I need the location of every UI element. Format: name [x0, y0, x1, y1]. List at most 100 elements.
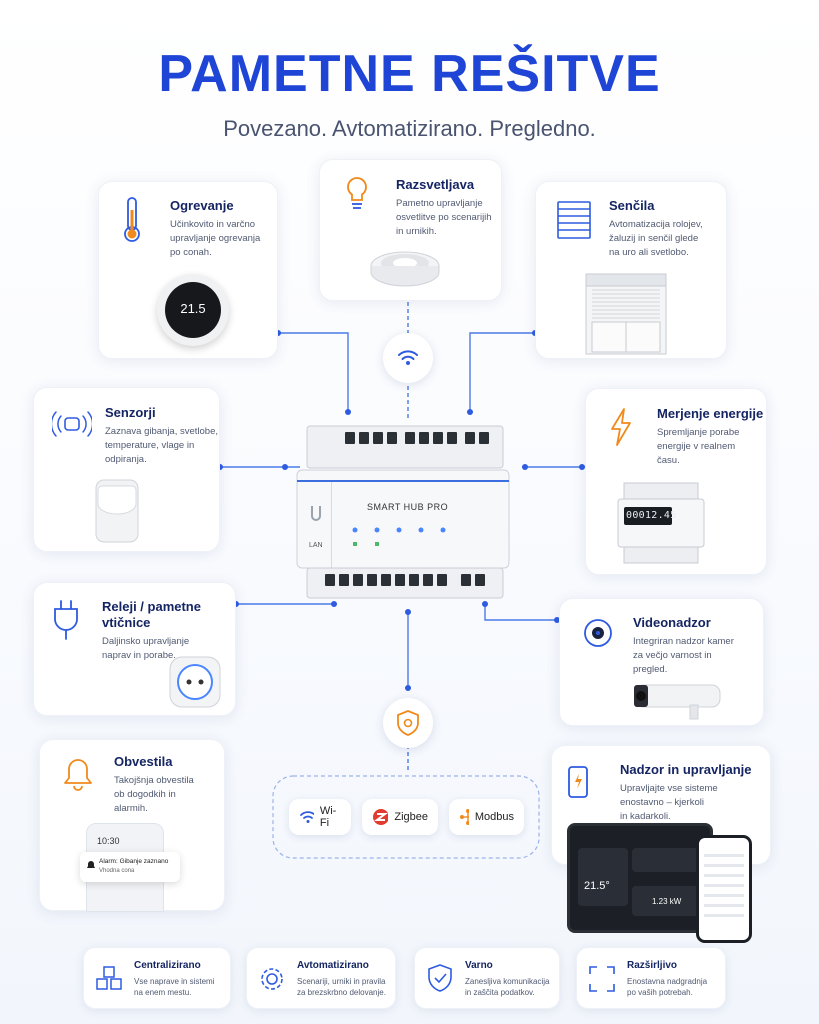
downlight-device — [370, 251, 440, 287]
card-title: Obvestila — [114, 754, 173, 769]
cubes-icon — [96, 966, 122, 990]
protocol-label: Modbus — [474, 811, 514, 823]
card-title-line-2: vtičnice — [102, 615, 151, 630]
notification-subtitle: Vhodna cona — [99, 868, 135, 874]
card-alerts[interactable]: Obvestila Takojšnja obvestila ob dogodki… — [39, 739, 225, 912]
zigbee-icon — [373, 809, 389, 825]
card-title: Videonadzor — [633, 615, 711, 630]
card-desc-1: Upravljajte vse sisteme — [620, 783, 718, 794]
card-desc-3: odpiranja. — [105, 454, 147, 465]
dome-camera-icon — [584, 619, 612, 647]
card-title: Senzorji — [105, 405, 156, 420]
benefit-title: Varno — [465, 960, 493, 971]
bell-icon — [64, 759, 92, 791]
wifi-icon — [398, 350, 418, 365]
card-desc-3: na uro ali svetlobo. — [609, 247, 689, 258]
benefit-scalable: Razširljivo Enostavna nadgradnja po vaši… — [576, 947, 726, 1009]
smartphone-device — [696, 835, 752, 943]
modbus-icon — [460, 809, 469, 825]
card-desc-2: ob dogodkih in — [114, 789, 176, 800]
card-control[interactable]: Nadzor in upravljanje Upravljajte vse si… — [551, 745, 771, 943]
energy-meter-device: 00012.45 — [616, 481, 706, 565]
card-desc-1: Spremljanje porabe — [657, 427, 740, 438]
pir-sensor-device — [95, 479, 139, 543]
card-sensors[interactable]: Senzorji Zaznava gibanja, svetlobe, temp… — [33, 387, 220, 552]
benefit-centralized: Centralizirano Vse naprave in sistemi na… — [83, 947, 231, 1009]
card-desc-1: Daljinsko upravljanje — [102, 636, 190, 647]
benefit-desc-1: Enostavna nadgradnja — [627, 977, 708, 986]
benefit-desc-1: Vse naprave in sistemi — [134, 977, 215, 986]
benefit-desc-2: na enem mestu. — [134, 988, 192, 997]
card-energy[interactable]: Merjenje energije Spremljanje porabe ene… — [585, 388, 767, 575]
page-title: PAMETNE REŠITVE — [158, 45, 661, 103]
plug-icon — [54, 600, 78, 640]
wifi-node — [383, 333, 433, 383]
smart-plug-device — [169, 656, 221, 708]
gear-icon — [261, 968, 283, 990]
benefit-title: Avtomatizirano — [297, 960, 369, 971]
card-desc-1: Takojšnja obvestila — [114, 775, 194, 786]
tablet-power: 1.23 kW — [652, 897, 682, 906]
smart-hub-device: SMART HUB PRO LAN — [295, 418, 511, 602]
energy-meter-display: 00012.45 — [626, 510, 677, 521]
mobile-icon — [568, 766, 588, 798]
benefit-secure: Varno Zanesljiva komunikacija in zaščita… — [414, 947, 560, 1009]
benefit-desc-2: in zaščita podatkov. — [465, 988, 535, 997]
security-node — [383, 698, 433, 748]
shield-check-icon — [428, 964, 452, 992]
card-relays[interactable]: Releji / pametne vtičnice Daljinsko upra… — [33, 582, 236, 716]
card-heating[interactable]: Ogrevanje Učinkovito in varčno upravljan… — [98, 181, 278, 359]
protocol-zigbee: Zigbee — [362, 799, 438, 835]
thermostat-display: 21.5 — [180, 301, 206, 316]
phone-time: 10:30 — [97, 836, 120, 846]
card-desc-1: Pametno upravljanje — [396, 198, 483, 209]
card-desc-1: Učinkovito in varčno — [170, 219, 256, 230]
card-desc-3: času. — [657, 455, 680, 466]
hub-lan-label: LAN — [309, 542, 323, 549]
expand-icon — [589, 966, 615, 992]
benefit-desc-1: Zanesljiva komunikacija — [465, 977, 550, 986]
card-desc-2: za večjo varnost in — [633, 650, 712, 661]
card-title: Senčila — [609, 198, 655, 213]
benefit-desc-2: po vaših potrebah. — [627, 988, 693, 997]
benefit-title: Centralizirano — [134, 960, 201, 971]
protocol-label: Wi-Fi — [319, 805, 337, 829]
notification-popup[interactable]: Alarm: Gibanje zaznano Vhodna cona — [80, 852, 180, 882]
thermostat-device: 21.5 — [157, 274, 229, 346]
wifi-icon — [300, 811, 314, 823]
card-title: Ogrevanje — [170, 198, 234, 213]
tablet-temperature: 21.5° — [584, 880, 610, 892]
card-title-line-1: Releji / pametne — [102, 599, 201, 614]
card-title: Merjenje energije — [657, 406, 764, 421]
bullet-camera-device — [634, 684, 721, 720]
card-title: Razsvetljava — [396, 177, 475, 192]
card-desc-2: enostavno – kjerkoli — [620, 797, 704, 808]
benefit-title: Razširljivo — [627, 960, 678, 971]
card-desc-2: naprav in porabe. — [102, 650, 176, 661]
card-desc-3: in kadarkoli. — [620, 811, 671, 822]
card-desc-1: Zaznava gibanja, svetlobe, — [105, 426, 219, 437]
benefit-automated: Avtomatizirano Scenariji, urniki in prav… — [246, 947, 396, 1009]
card-desc-1: Integriran nadzor kamer — [633, 636, 734, 647]
card-desc-3: po conah. — [170, 247, 212, 258]
notification-title: Alarm: Gibanje zaznano — [99, 858, 169, 865]
card-desc-3: pregled. — [633, 664, 668, 675]
motion-sensor-icon — [52, 411, 92, 437]
shield-gear-icon — [397, 710, 419, 736]
protocol-modbus: Modbus — [449, 799, 524, 835]
tablet-device: 21.5° 1.23 kW — [567, 823, 713, 933]
lightning-bolt-icon — [611, 408, 631, 446]
card-desc-2: temperature, vlage in — [105, 440, 195, 451]
card-desc-2: upravljanje ogrevanja — [170, 233, 261, 244]
protocol-wifi: Wi-Fi — [289, 799, 351, 835]
protocol-label: Zigbee — [394, 811, 428, 823]
card-video[interactable]: Videonadzor Integriran nadzor kamer za v… — [559, 598, 764, 726]
page-subtitle: Povezano. Avtomatizirano. Pregledno. — [223, 116, 596, 141]
hub-label: SMART HUB PRO — [367, 502, 449, 512]
card-lighting[interactable]: Razsvetljava Pametno upravljanje osvetli… — [319, 159, 502, 301]
card-desc-3: alarmih. — [114, 803, 148, 814]
thermometer-icon — [124, 197, 140, 242]
benefit-desc-2: za brezskrbno delovanje. — [297, 988, 386, 997]
card-title: Nadzor in upravljanje — [620, 762, 752, 777]
card-shading[interactable]: Senčila Avtomatizacija rolojev, žaluzij … — [535, 181, 727, 359]
